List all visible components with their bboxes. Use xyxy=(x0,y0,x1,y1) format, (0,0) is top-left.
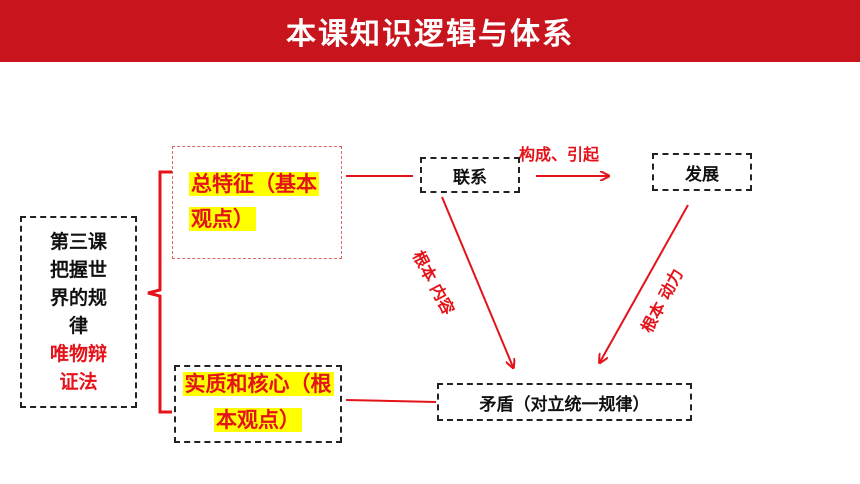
general-feature-node: 总特征（基本观点） xyxy=(172,146,342,259)
connection-node: 联系 xyxy=(420,157,520,193)
root-line-2: 把握世 xyxy=(49,259,107,281)
root-line-6: 证法 xyxy=(59,371,98,393)
general-feature-text: 总特征（基本观点） xyxy=(189,171,319,231)
line-essence-contradiction xyxy=(345,399,437,403)
root-line-5: 唯物辩 xyxy=(49,343,107,365)
title-bar: 本课知识逻辑与体系 xyxy=(0,0,860,62)
contradiction-label: 矛盾（对立统一规律） xyxy=(479,394,650,415)
development-label: 发展 xyxy=(685,164,719,185)
essence-core-text: 实质和核心（根本观点） xyxy=(182,372,334,432)
arrow-development-contradiction xyxy=(600,204,689,362)
root-line-1: 第三课 xyxy=(49,231,107,253)
essence-core-node: 实质和核心（根本观点） xyxy=(174,365,342,443)
root-line-3: 界的规 xyxy=(49,287,107,309)
root-line-4: 律 xyxy=(68,315,88,337)
page-title: 本课知识逻辑与体系 xyxy=(286,17,574,52)
arrow-connection-contradiction xyxy=(441,196,513,367)
edge-label-constitute-cause: 构成、引起 xyxy=(519,145,600,164)
contradiction-node: 矛盾（对立统一规律） xyxy=(437,383,692,421)
development-node: 发展 xyxy=(652,153,752,191)
brace xyxy=(147,170,172,414)
root-node: 第三课 把握世 界的规 律 唯物辩 证法 xyxy=(20,216,137,408)
connection-label: 联系 xyxy=(453,167,487,188)
